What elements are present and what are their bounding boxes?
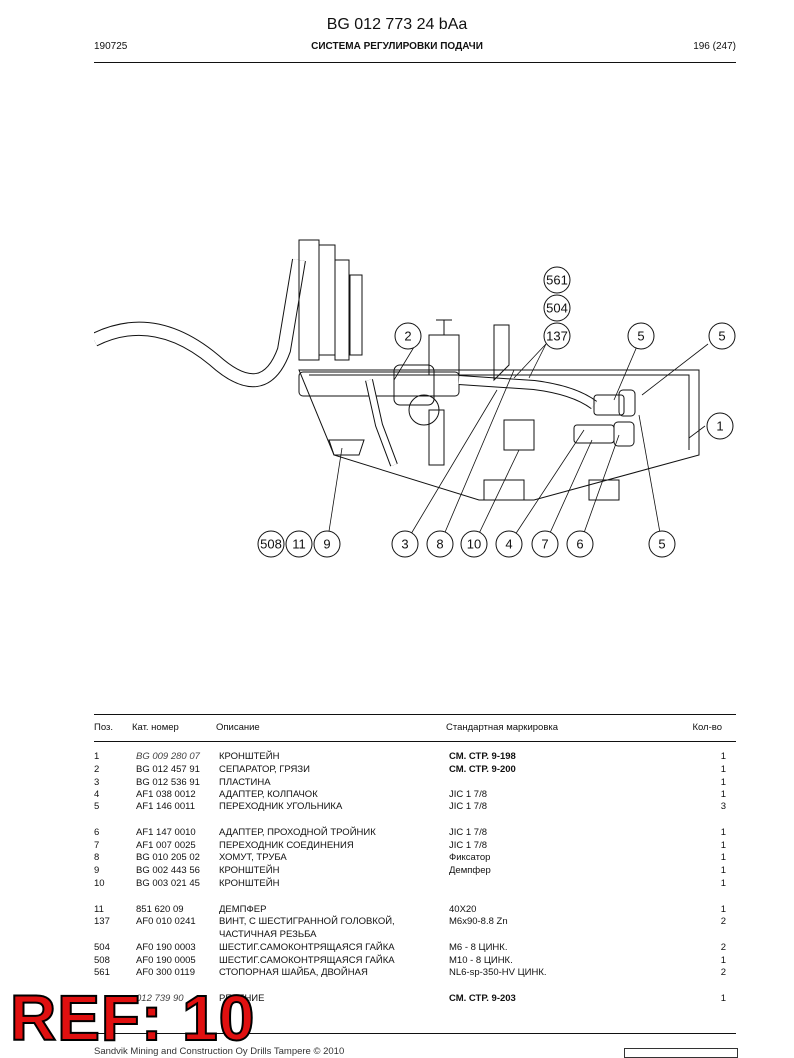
callout-508: 508	[257, 530, 285, 558]
svg-text:2: 2	[404, 329, 411, 344]
svg-text:4: 4	[505, 537, 512, 552]
header-divider	[94, 62, 736, 63]
document-number: BG 012 773 24 bAa	[326, 16, 468, 33]
page-number: 196 (247)	[693, 41, 736, 52]
callout-6: 6	[566, 530, 594, 558]
callout-4: 4	[495, 530, 523, 558]
svg-text:5: 5	[658, 537, 665, 552]
callout-11: 11	[285, 530, 313, 558]
exploded-parts-diagram: 561 504 137 2 5 5 1 508 11 9 3 8 10 4 7 …	[94, 239, 736, 558]
callout-5-upper-right: 5	[708, 322, 736, 350]
svg-text:1: 1	[716, 419, 723, 434]
svg-text:561: 561	[546, 273, 568, 288]
footer-rule	[94, 1033, 736, 1034]
svg-text:5: 5	[637, 329, 644, 344]
table-header-rule	[94, 741, 736, 742]
callout-137: 137	[543, 322, 571, 350]
callout-504: 504	[543, 294, 571, 322]
ref-stamp: REF: 10	[9, 981, 256, 1055]
table-row: ЧАСТИЧНАЯ РЕЗЬБА	[219, 929, 317, 940]
callout-5-lower: 5	[648, 530, 676, 558]
callout-7: 7	[531, 530, 559, 558]
svg-text:7: 7	[541, 537, 548, 552]
footer-copyright: Sandvik Mining and Construction Oy Drill…	[94, 1046, 345, 1057]
callout-8: 8	[426, 530, 454, 558]
callout-2: 2	[394, 322, 422, 350]
svg-text:508: 508	[260, 537, 282, 552]
callout-3: 3	[391, 530, 419, 558]
svg-text:10: 10	[467, 537, 481, 552]
table-top-rule	[94, 714, 736, 715]
svg-text:3: 3	[401, 537, 408, 552]
column-header-qty: Кол-во	[692, 722, 722, 733]
callout-1: 1	[706, 412, 734, 440]
column-header-desc: Описание	[216, 722, 260, 733]
svg-text:8: 8	[436, 537, 443, 552]
callout-10: 10	[460, 530, 488, 558]
column-header-cat: Кат. номер	[132, 722, 179, 733]
callout-5-upper-left: 5	[627, 322, 655, 350]
document-code: 190725	[94, 41, 128, 52]
callout-9: 9	[313, 530, 341, 558]
svg-text:5: 5	[718, 329, 725, 344]
callout-561: 561	[543, 266, 571, 294]
svg-text:137: 137	[546, 329, 568, 344]
svg-text:11: 11	[292, 537, 306, 552]
column-header-std: Стандартная маркировка	[446, 722, 559, 733]
svg-text:6: 6	[576, 537, 583, 552]
brand-logo-icon	[624, 1048, 738, 1058]
svg-text:9: 9	[323, 537, 330, 552]
column-header-pos: Поз.	[94, 722, 113, 733]
svg-text:504: 504	[546, 301, 568, 316]
section-title: СИСТЕМА РЕГУЛИРОВКИ ПОДАЧИ	[311, 41, 483, 52]
